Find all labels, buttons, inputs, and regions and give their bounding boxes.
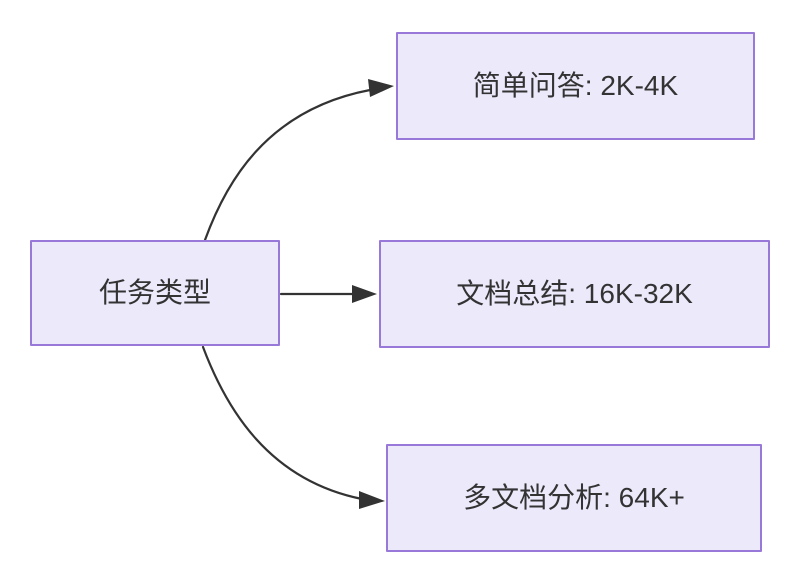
edge-path-simple-qa: [203, 88, 372, 242]
arrowhead-simple-qa: [368, 79, 394, 97]
node-multi-doc-analysis[interactable]: 多文档分析: 64K+: [386, 444, 762, 552]
arrowhead-multi-doc-analysis: [359, 491, 385, 509]
edge-task-type-to-doc-summary: [279, 285, 377, 303]
edge-task-type-to-multi-doc-analysis: [201, 345, 385, 509]
edge-task-type-to-simple-qa: [203, 79, 394, 242]
node-simple-qa-label: 简单问答: 2K-4K: [472, 70, 679, 102]
node-multi-doc-analysis-label: 多文档分析: 64K+: [463, 482, 685, 514]
edge-path-multi-doc-analysis: [201, 345, 364, 501]
node-task-type[interactable]: 任务类型: [30, 240, 280, 346]
arrowhead-doc-summary: [352, 285, 377, 303]
node-doc-summary-label: 文档总结: 16K-32K: [456, 278, 693, 310]
node-task-type-label: 任务类型: [98, 277, 211, 309]
node-doc-summary[interactable]: 文档总结: 16K-32K: [379, 240, 770, 348]
node-simple-qa[interactable]: 简单问答: 2K-4K: [396, 32, 755, 140]
